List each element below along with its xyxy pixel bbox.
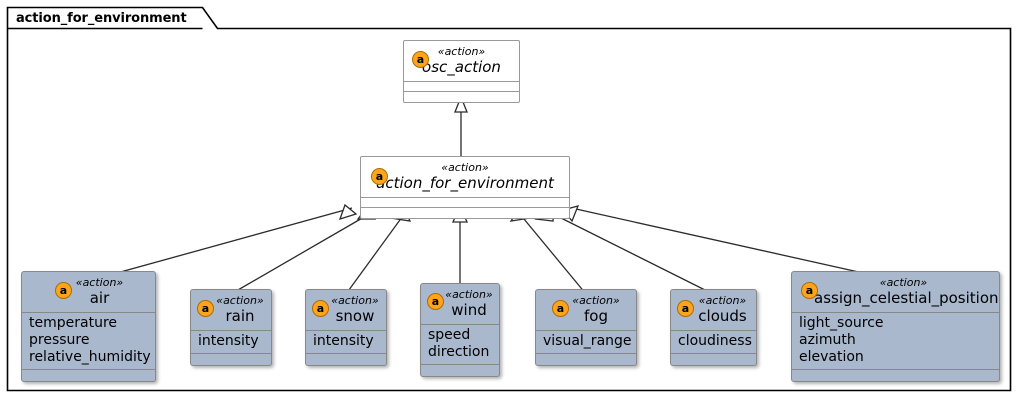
class-stereotype: «action» (572, 294, 620, 307)
class-box-rain[interactable]: a «action» rain intensity (190, 289, 272, 366)
class-header-fog: a «action» fog (536, 290, 636, 331)
class-header-osc-action: a «action» osc_action (404, 41, 519, 82)
attributes-compartment-fog: visual_range (536, 331, 636, 354)
class-stereotype: «action» (331, 294, 379, 307)
attribute-row: light_source (799, 315, 884, 331)
class-header-snow: a «action» snow (306, 290, 386, 331)
package-title: action_for_environment (16, 11, 187, 26)
attribute-row: intensity (313, 333, 374, 349)
class-stereotype: «action» (75, 276, 124, 289)
class-header-wind: a «action» wind (421, 284, 499, 325)
class-header-clouds: a «action» clouds (671, 290, 756, 331)
attribute-row: visual_range (543, 333, 632, 349)
class-name: action_for_environment (376, 174, 554, 192)
class-stereotype: «action» (879, 276, 928, 289)
attribute-row: azimuth (799, 332, 856, 348)
operations-compartment-empty (792, 370, 999, 381)
class-name: clouds (698, 307, 747, 325)
class-name: air (89, 289, 110, 307)
class-stereotype: «action» (698, 294, 747, 307)
operations-compartment-empty (191, 354, 271, 365)
class-box-osc-action[interactable]: a «action» osc_action (403, 40, 520, 103)
class-header-action-for-environment: a «action» action_for_environment (361, 157, 569, 198)
action-badge-icon: a (677, 300, 694, 317)
class-header-air: a «action» air (22, 272, 155, 313)
package-outline-icon (6, 6, 1012, 392)
operations-compartment-empty (421, 365, 499, 376)
attributes-compartment-assign-celestial-position: light_source azimuth elevation (792, 313, 999, 370)
attribute-row: direction (428, 344, 490, 360)
class-name: rain (225, 307, 255, 325)
attribute-row: speed (428, 327, 471, 343)
action-badge-icon: a (427, 293, 444, 310)
action-badge-icon: a (55, 282, 72, 299)
operations-compartment-empty (306, 354, 386, 365)
action-badge-icon: a (312, 300, 329, 317)
class-stereotype: «action» (441, 161, 489, 174)
class-name: assign_celestial_position (814, 289, 999, 307)
class-box-assign-celestial-position[interactable]: a «action» assign_celestial_position lig… (791, 271, 1000, 382)
action-badge-icon: a (412, 51, 429, 68)
class-box-air[interactable]: a «action» air temperature pressure rela… (21, 271, 156, 382)
operations-compartment-empty (671, 354, 756, 365)
attributes-compartment-snow: intensity (306, 331, 386, 354)
class-box-clouds[interactable]: a «action» clouds cloudiness (670, 289, 757, 366)
attribute-row: pressure (29, 332, 90, 348)
attribute-row: relative_humidity (29, 349, 151, 365)
class-box-wind[interactable]: a «action» wind speed direction (420, 283, 500, 377)
attributes-compartment-empty (404, 82, 519, 92)
attribute-row: temperature (29, 315, 117, 331)
class-stereotype: «action» (437, 45, 486, 58)
attribute-row: elevation (799, 349, 864, 365)
attributes-compartment-rain: intensity (191, 331, 271, 354)
action-badge-icon: a (371, 168, 388, 185)
class-header-rain: a «action» rain (191, 290, 271, 331)
attributes-compartment-wind: speed direction (421, 325, 499, 365)
class-stereotype: «action» (445, 288, 493, 301)
class-header-assign-celestial-position: a «action» assign_celestial_position (792, 272, 999, 313)
class-box-fog[interactable]: a «action» fog visual_range (535, 289, 637, 366)
class-name: snow (335, 307, 375, 325)
class-box-action-for-environment[interactable]: a «action» action_for_environment (360, 156, 570, 219)
action-badge-icon: a (801, 282, 818, 299)
operations-compartment-empty (22, 370, 155, 381)
attributes-compartment-clouds: cloudiness (671, 331, 756, 354)
class-name: wind (451, 301, 487, 319)
attributes-compartment-air: temperature pressure relative_humidity (22, 313, 155, 370)
attribute-row: cloudiness (678, 333, 752, 349)
operations-compartment-empty (536, 354, 636, 365)
class-stereotype: «action» (216, 294, 264, 307)
action-badge-icon: a (552, 300, 569, 317)
class-box-snow[interactable]: a «action» snow intensity (305, 289, 387, 366)
class-name: osc_action (422, 58, 501, 76)
action-badge-icon: a (197, 300, 214, 317)
class-name: fog (584, 307, 608, 325)
operations-compartment-empty (404, 92, 519, 102)
attribute-row: intensity (198, 333, 259, 349)
package-frame: action_for_environment (6, 6, 1012, 392)
operations-compartment-empty (361, 208, 569, 218)
attributes-compartment-empty (361, 198, 569, 208)
